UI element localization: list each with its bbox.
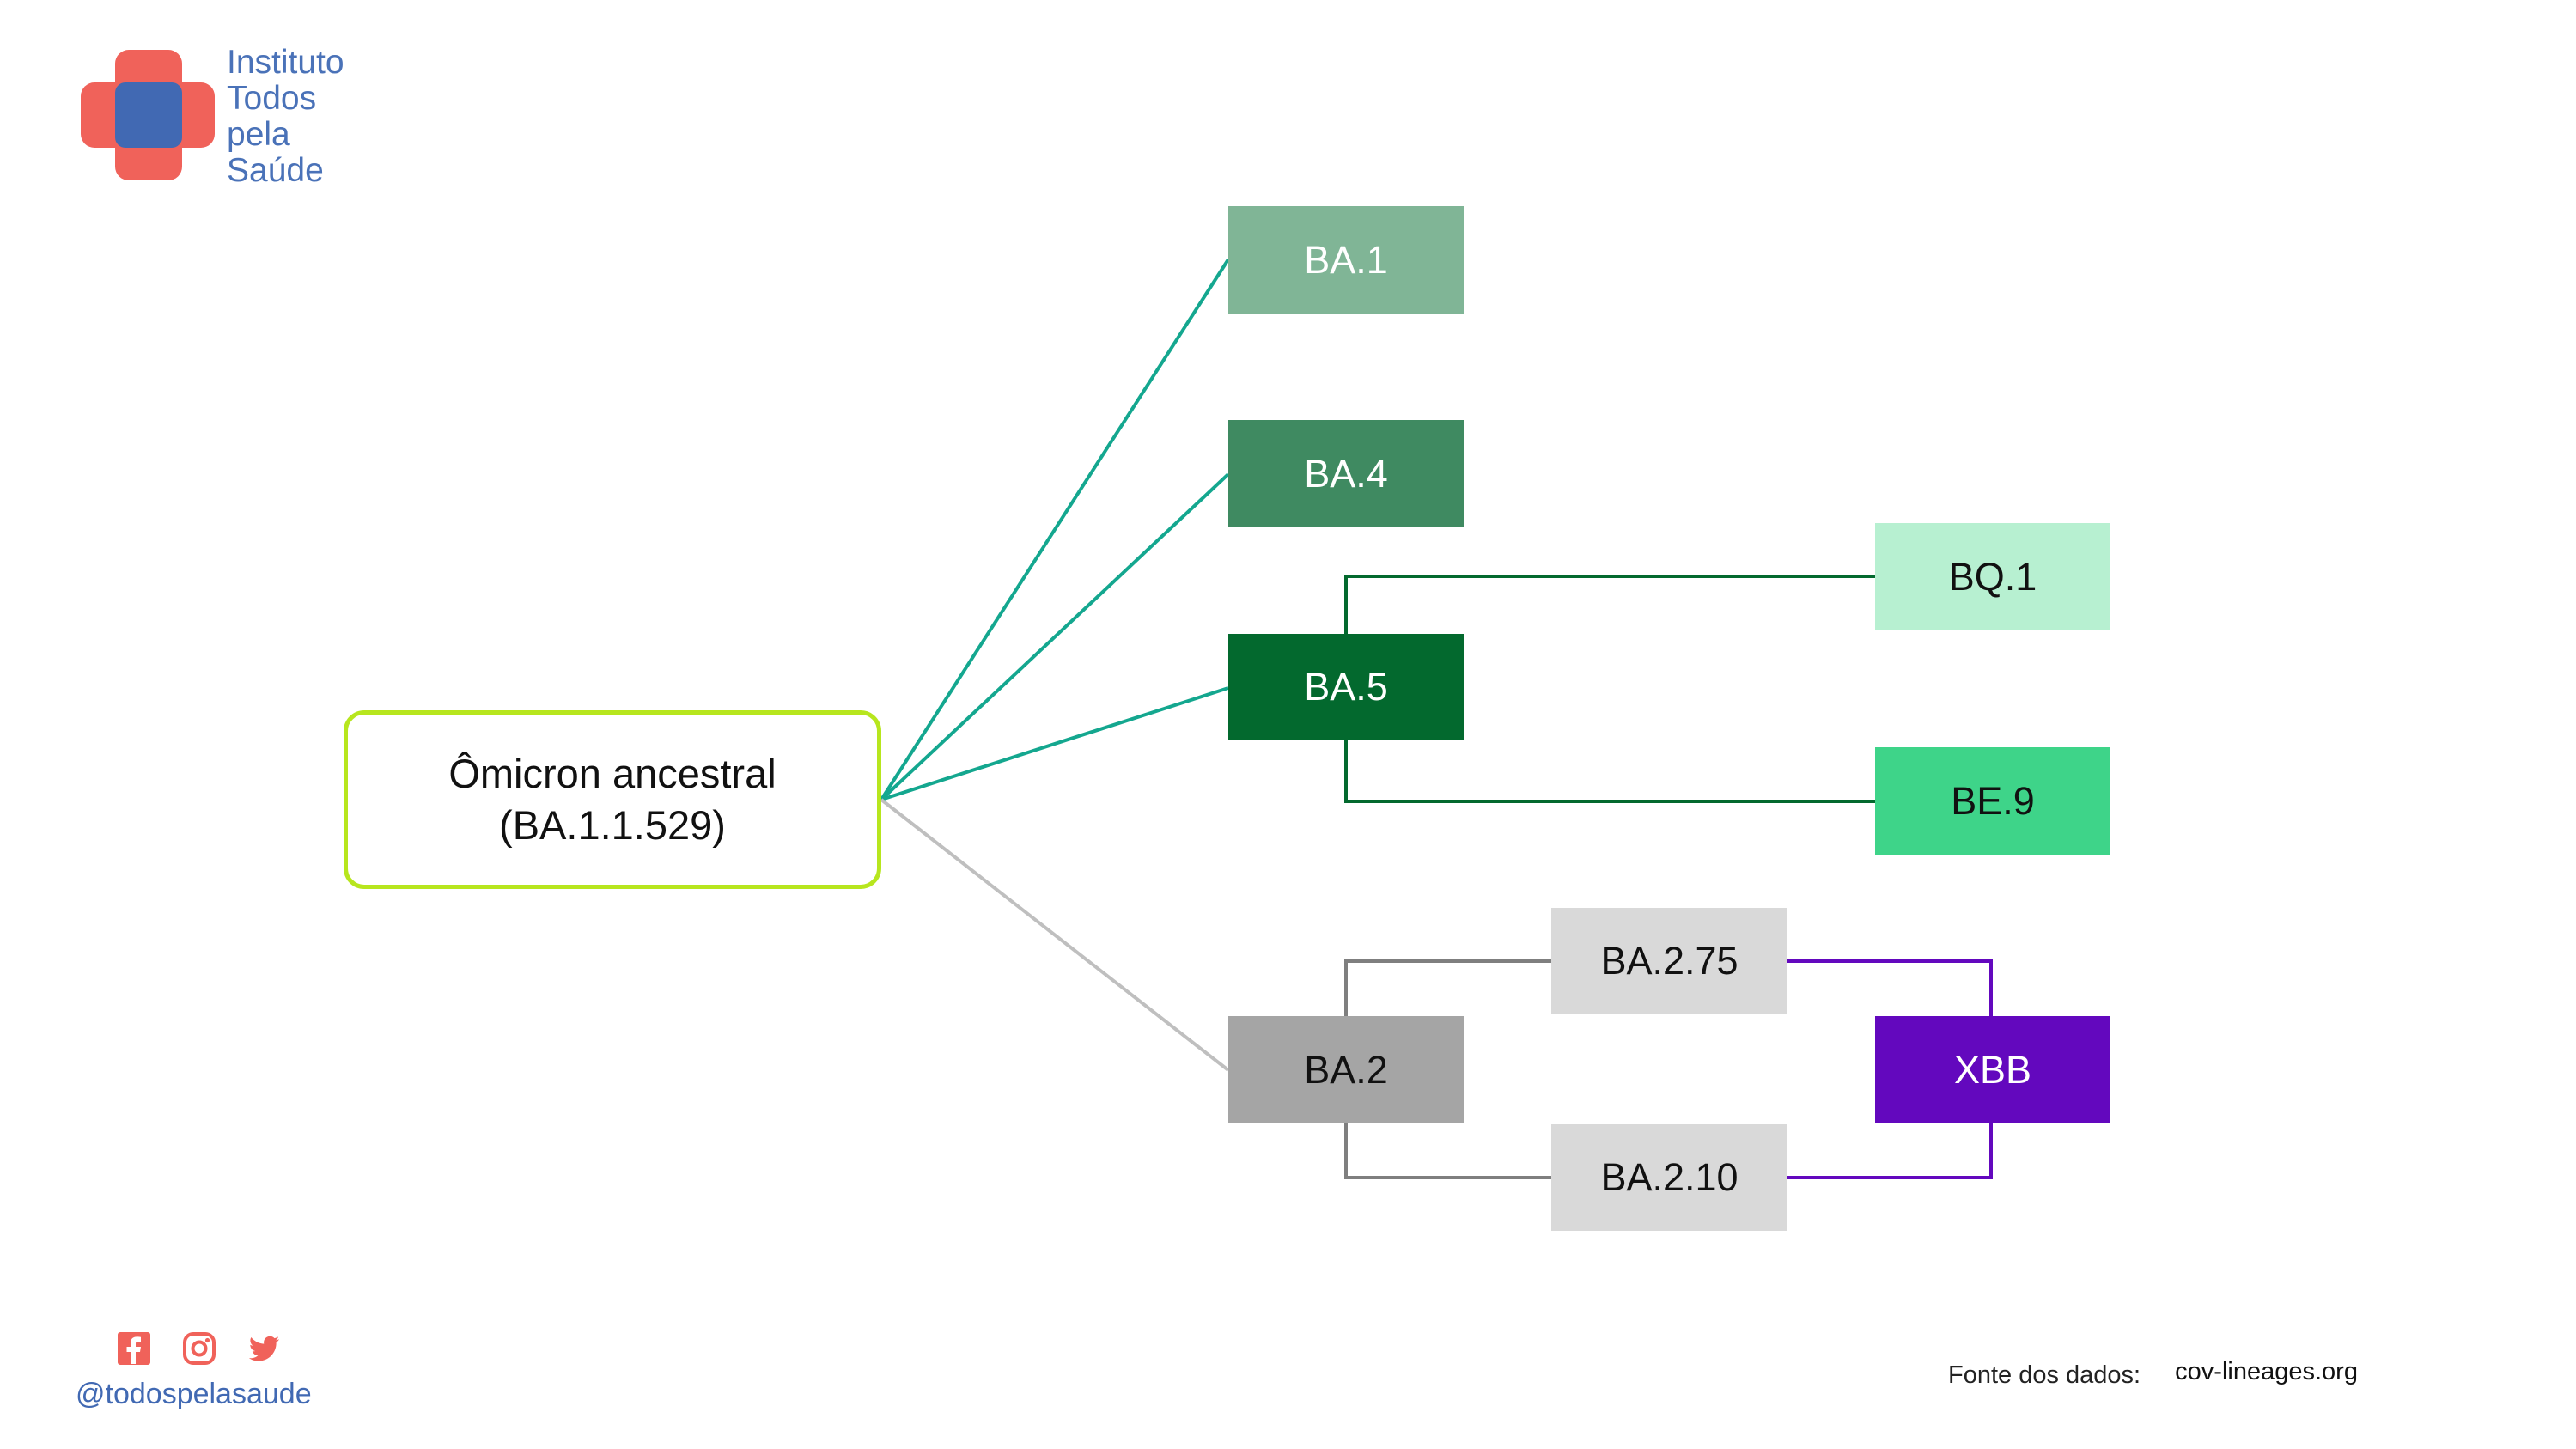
node-ba1-label: BA.1: [1304, 237, 1388, 282]
root-line-2: (BA.1.1.529): [499, 802, 726, 848]
node-xbb-label: XBB: [1953, 1047, 2032, 1092]
node-bq1: BQ.1: [1875, 523, 2110, 630]
node-be9: BE.9: [1875, 747, 2110, 855]
node-ba275: BA.2.75: [1551, 908, 1787, 1014]
connector-ba2-ba275: [1344, 959, 1551, 1016]
connector-root-ba1: [880, 258, 1230, 801]
logo-line-4: Saúde: [227, 152, 324, 189]
node-ba5-label: BA.5: [1304, 665, 1388, 709]
source-label: Fonte dos dados:: [1948, 1361, 2141, 1389]
instagram-icon[interactable]: [182, 1331, 216, 1366]
node-ba5: BA.5: [1228, 634, 1464, 740]
plus-logo-icon: [81, 48, 215, 182]
node-ba2-label: BA.2: [1304, 1047, 1388, 1092]
node-omicron-ancestral: Ômicron ancestral (BA.1.1.529): [344, 710, 881, 889]
connector-ba5-bq1: [1344, 575, 1875, 634]
node-ba2: BA.2: [1228, 1016, 1464, 1123]
logo-text: Instituto Todos pela Saúde: [227, 45, 399, 189]
logo-line-3: pela: [227, 116, 290, 153]
facebook-icon[interactable]: [117, 1331, 151, 1366]
social-handle[interactable]: @todospelasaude: [76, 1378, 312, 1410]
social-icons: [117, 1331, 306, 1366]
social-links: @todospelasaude: [76, 1331, 333, 1434]
node-be9-label: BE.9: [1951, 778, 2035, 823]
connector-root-ba4: [880, 472, 1230, 801]
logo-line-1: Instituto: [227, 44, 344, 81]
connector-ba2-ba210: [1344, 1123, 1551, 1179]
connector-ba275-xbb: [1787, 959, 1993, 1016]
data-source: Fonte dos dados: cov-lineages.org: [1948, 1358, 2358, 1390]
node-ba275-label: BA.2.75: [1600, 939, 1739, 983]
node-ba1: BA.1: [1228, 206, 1464, 314]
node-ba210: BA.2.10: [1551, 1124, 1787, 1231]
logo-line-2: Todos: [227, 80, 317, 117]
node-ba4-label: BA.4: [1304, 451, 1388, 496]
root-line-1: Ômicron ancestral: [448, 751, 776, 796]
connector-ba210-xbb: [1787, 1123, 1993, 1179]
node-ba4: BA.4: [1228, 420, 1464, 527]
connector-ba5-be9: [1344, 740, 1875, 803]
connector-root-ba2: [880, 798, 1230, 1072]
connector-root-ba5: [880, 686, 1229, 801]
twitter-icon[interactable]: [247, 1331, 282, 1366]
source-link[interactable]: cov-lineages.org: [2175, 1358, 2358, 1385]
node-ba210-label: BA.2.10: [1600, 1155, 1739, 1199]
node-xbb: XBB: [1875, 1016, 2110, 1123]
node-bq1-label: BQ.1: [1948, 554, 2037, 599]
logo: Instituto Todos pela Saúde: [81, 45, 390, 194]
